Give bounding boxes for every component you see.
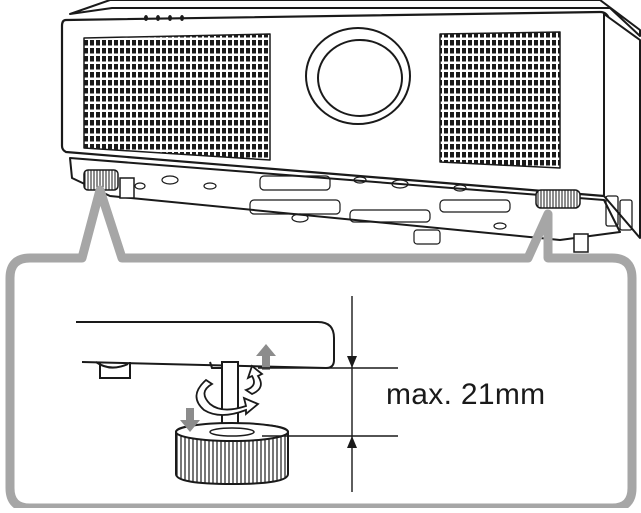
adjuster-foot-knob (175, 422, 289, 486)
projector-bottom-panel (69, 157, 621, 241)
dimension-arrow-top (347, 356, 357, 368)
right-adjuster-foot-small (535, 189, 589, 253)
lens-icon (305, 27, 411, 125)
bottom-panel-details (134, 175, 511, 245)
down-arrow-icon (180, 408, 200, 432)
callout-frame (5, 185, 637, 513)
dimension-arrow-bottom (347, 436, 357, 448)
indicator-lamps-icon (144, 15, 184, 21)
dimension-lines (258, 296, 398, 492)
left-vent-grille (83, 33, 271, 161)
right-vent-grille (439, 31, 561, 169)
projector-side-face (603, 13, 641, 239)
left-adjuster-foot-small (83, 169, 135, 199)
adjuster-shaft (221, 361, 239, 429)
rotation-arrow-icon (195, 364, 264, 416)
enlarged-projector-edge (76, 321, 335, 379)
measurement-label: max. 21mm (386, 378, 546, 411)
side-connector-panel (605, 195, 633, 231)
projector-body (60, 0, 641, 245)
up-arrow-icon (256, 344, 276, 370)
